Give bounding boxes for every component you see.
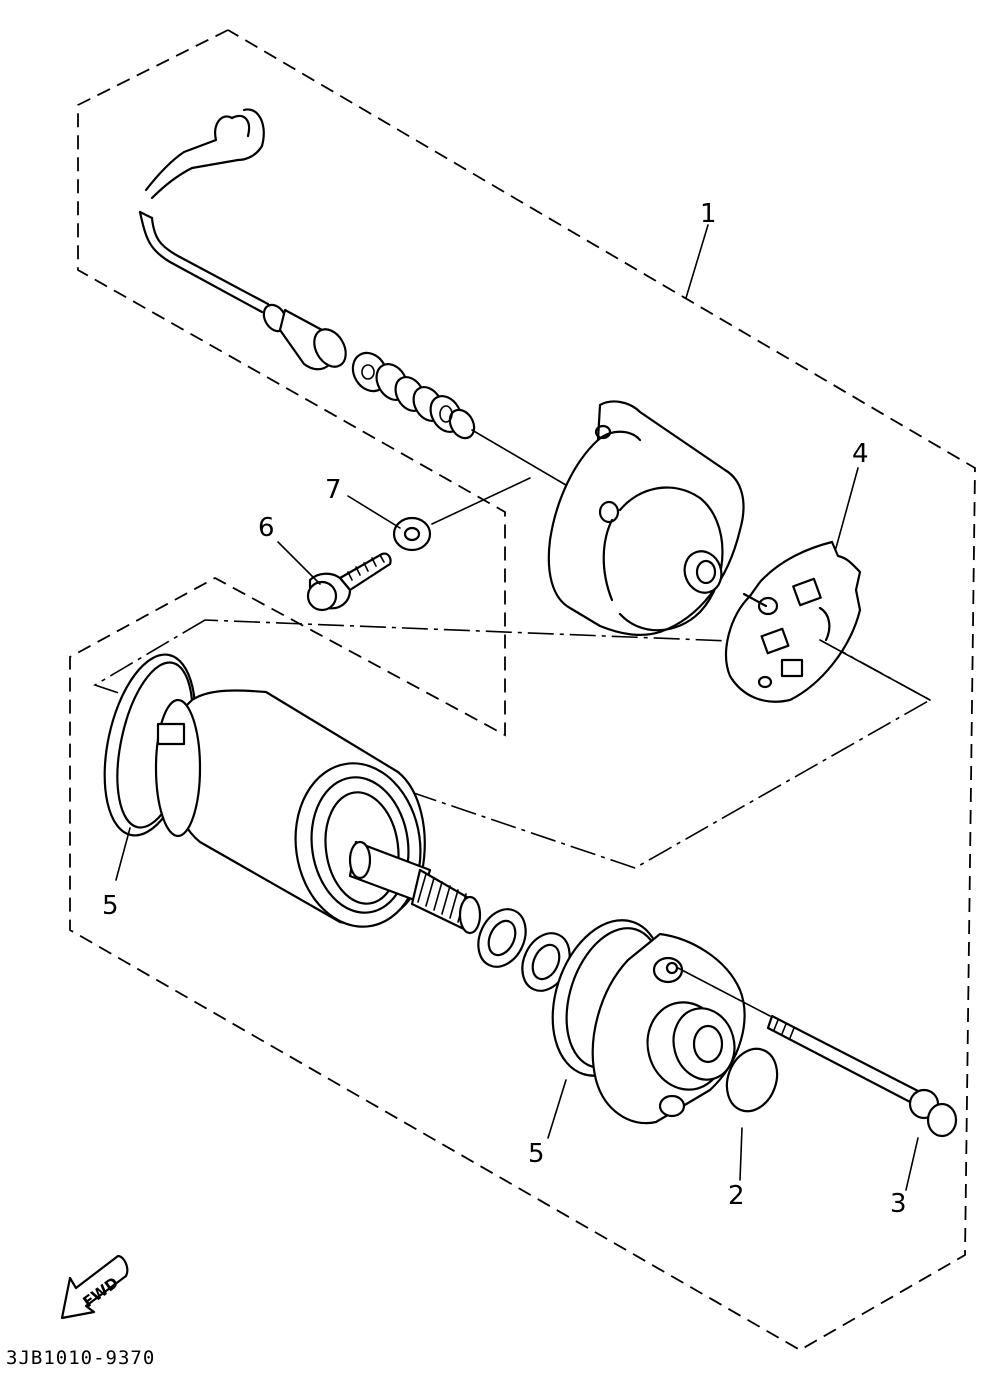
- callout-1: 1: [700, 199, 717, 229]
- through-bolt: [677, 967, 958, 1138]
- lead-wire: [138, 108, 347, 371]
- assembly-boundary: [69, 29, 976, 1352]
- fwd-arrow-icon: FWD: [60, 1254, 129, 1320]
- drawing-code: 3JB1010-9370: [6, 1347, 155, 1369]
- yoke-body: [103, 653, 426, 928]
- callout-6: 6: [258, 513, 275, 543]
- callout-5b: 5: [528, 1139, 545, 1169]
- callout-2: 2: [728, 1181, 745, 1211]
- brush-holder: [725, 540, 862, 703]
- terminal-insulators: [351, 351, 476, 440]
- leader-lines: [115, 224, 919, 1191]
- callout-3: 3: [890, 1189, 907, 1219]
- armature-shaft: [348, 840, 482, 935]
- yoke-cover: [547, 400, 745, 636]
- front-cover: [551, 919, 746, 1125]
- o-ring: [725, 1047, 779, 1113]
- washer: [392, 516, 432, 552]
- callout-4: 4: [852, 439, 869, 469]
- callout-7: 7: [325, 475, 342, 505]
- thrust-washers: [477, 908, 571, 992]
- callout-5a: 5: [102, 891, 119, 921]
- mounting-bolt: [306, 552, 392, 612]
- armature-boundary: [93, 619, 932, 869]
